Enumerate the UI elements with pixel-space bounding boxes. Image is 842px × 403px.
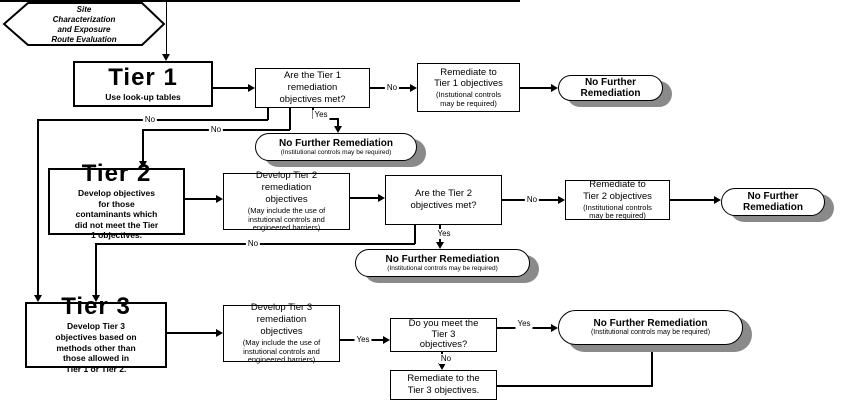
connector xyxy=(267,108,269,120)
tier1-yes-end-note: (Institutional controls may be required) xyxy=(280,148,392,156)
arrowhead-down-icon xyxy=(34,295,42,302)
arrowhead-right-icon xyxy=(378,194,385,202)
arrowhead-down-icon xyxy=(334,126,342,133)
tier3-box: Tier 3 Develop Tier 3 objectives based o… xyxy=(25,295,167,374)
arrowhead-down-icon xyxy=(139,161,147,168)
arrowhead-right-icon xyxy=(383,336,390,344)
edge-label-no: No xyxy=(524,195,540,205)
connector xyxy=(337,118,339,128)
connector xyxy=(165,0,167,55)
arrowhead-right-icon xyxy=(714,196,721,204)
connector xyxy=(185,198,217,200)
tier1-title: Tier 1 xyxy=(108,63,178,91)
arrowhead-right-icon xyxy=(558,196,565,204)
edge-label-yes: Yes xyxy=(354,335,372,345)
tier1-end-label: No Further Remediation xyxy=(580,77,641,99)
edge-label-yes: Yes xyxy=(515,319,533,329)
connector xyxy=(670,199,715,201)
tier2-yes-end-terminator: No Further Remediation (Institutional co… xyxy=(355,249,530,277)
tier3-title: Tier 3 xyxy=(61,293,131,321)
tier3-end-label: No Further Remediation xyxy=(593,318,708,330)
tier1-yes-end-terminator: No Further Remediation (Institutional co… xyxy=(255,133,417,161)
tier2-question-box: Are the Tier 2 objectives met? xyxy=(385,175,502,225)
edge-label-no: No xyxy=(208,125,224,135)
connector xyxy=(497,385,653,387)
arrowhead-right-icon xyxy=(551,324,558,332)
tier1-end-terminator: No Further Remediation xyxy=(558,75,663,101)
tier2-yes-end-label: No Further Remediation xyxy=(385,253,500,265)
edge-label-no: No xyxy=(245,239,261,249)
start-hexagon-label: Site Characterization and Exposure Route… xyxy=(51,5,117,44)
connector xyxy=(414,225,416,244)
arrowhead-down-icon xyxy=(436,242,444,249)
tier3-remediate-box: Remediate to the Tier 3 objectives. xyxy=(390,370,497,400)
tier3-question-label: Do you meet the Tier 3 objectives? xyxy=(408,318,479,351)
tier3-develop-box: Develop Tier 3 remediation objectives (M… xyxy=(223,302,340,365)
connector xyxy=(37,119,39,296)
tier1-question-box: Are the Tier 1 remediation objectives me… xyxy=(255,68,370,108)
edge-label-no: No xyxy=(438,354,454,364)
tier2-subtitle: Develop objectives for those contaminant… xyxy=(74,187,159,241)
connector xyxy=(167,332,217,334)
edge-label-yes: Yes xyxy=(312,110,330,120)
tier2-yes-end-note: (Institutional controls may be required) xyxy=(387,264,498,272)
arrowhead-right-icon xyxy=(216,329,223,337)
arrowhead-right-icon xyxy=(216,195,223,203)
connector xyxy=(651,351,653,387)
connector xyxy=(350,197,379,199)
arrowhead-right-icon xyxy=(410,84,417,92)
tier2-develop-label: Develop Tier 2 remediation objectives xyxy=(255,170,318,205)
tier1-box: Tier 1 Use look-up tables xyxy=(73,61,213,107)
edge-label-yes: Yes xyxy=(435,229,453,239)
tier3-develop-label: Develop Tier 3 remediation objectives xyxy=(250,302,313,337)
tier3-question-box: Do you meet the Tier 3 objectives? xyxy=(390,318,497,352)
tier2-end-label: No Further Remediation xyxy=(742,191,803,213)
tier1-remediate-note: (Instutional controls may be required) xyxy=(435,90,502,108)
connector xyxy=(520,87,552,89)
tier1-yes-end-label: No Further Remediation xyxy=(279,137,393,149)
tier2-develop-box: Develop Tier 2 remediation objectives (M… xyxy=(223,170,350,233)
tier2-remediate-box: Remediate to Tier 2 objectives (Institut… xyxy=(565,179,670,221)
connector xyxy=(289,108,291,130)
tier2-remediate-note: (Institutional controls may be required) xyxy=(583,202,652,221)
top-border-line xyxy=(0,0,520,2)
tier3-develop-note: (May include the use of instutional cont… xyxy=(242,337,321,365)
edge-label-no: No xyxy=(384,83,400,93)
arrowhead-down-icon xyxy=(438,363,446,370)
tier2-question-label: Are the Tier 2 objectives met? xyxy=(410,188,477,211)
tier3-end-terminator: No Further Remediation (Institutional co… xyxy=(558,310,743,345)
arrowhead-right-icon xyxy=(248,84,255,92)
connector xyxy=(142,129,144,162)
tier3-subtitle: Develop Tier 3 objectives based on metho… xyxy=(55,321,137,374)
tier1-question-label: Are the Tier 1 remediation objectives me… xyxy=(279,70,346,105)
tier3-remediate-label: Remediate to the Tier 3 objectives. xyxy=(407,373,480,396)
connector xyxy=(213,87,249,89)
tier2-develop-note: (May include the use of instutional cont… xyxy=(247,205,326,233)
tier2-remediate-label: Remediate to Tier 2 objectives xyxy=(583,179,652,202)
arrowhead-down-icon xyxy=(92,295,100,302)
tier1-subtitle: Use look-up tables xyxy=(105,91,181,102)
arrowhead-right-icon xyxy=(551,84,558,92)
tier2-box: Tier 2 Develop objectives for those cont… xyxy=(48,161,185,240)
tier3-end-note: (Institutional controls may be required) xyxy=(590,329,711,337)
edge-label-no: No xyxy=(142,115,158,125)
tier1-remediate-label: Remediate to Tier 1 objectives xyxy=(434,66,503,90)
tier1-remediate-box: Remediate to Tier 1 objectives (Instutio… xyxy=(417,63,520,112)
tier2-title: Tier 2 xyxy=(81,159,152,187)
start-hexagon: Site Characterization and Exposure Route… xyxy=(0,1,168,49)
arrowhead-down-icon xyxy=(162,54,170,61)
tier2-end-terminator: No Further Remediation xyxy=(721,188,825,216)
connector xyxy=(95,243,97,296)
